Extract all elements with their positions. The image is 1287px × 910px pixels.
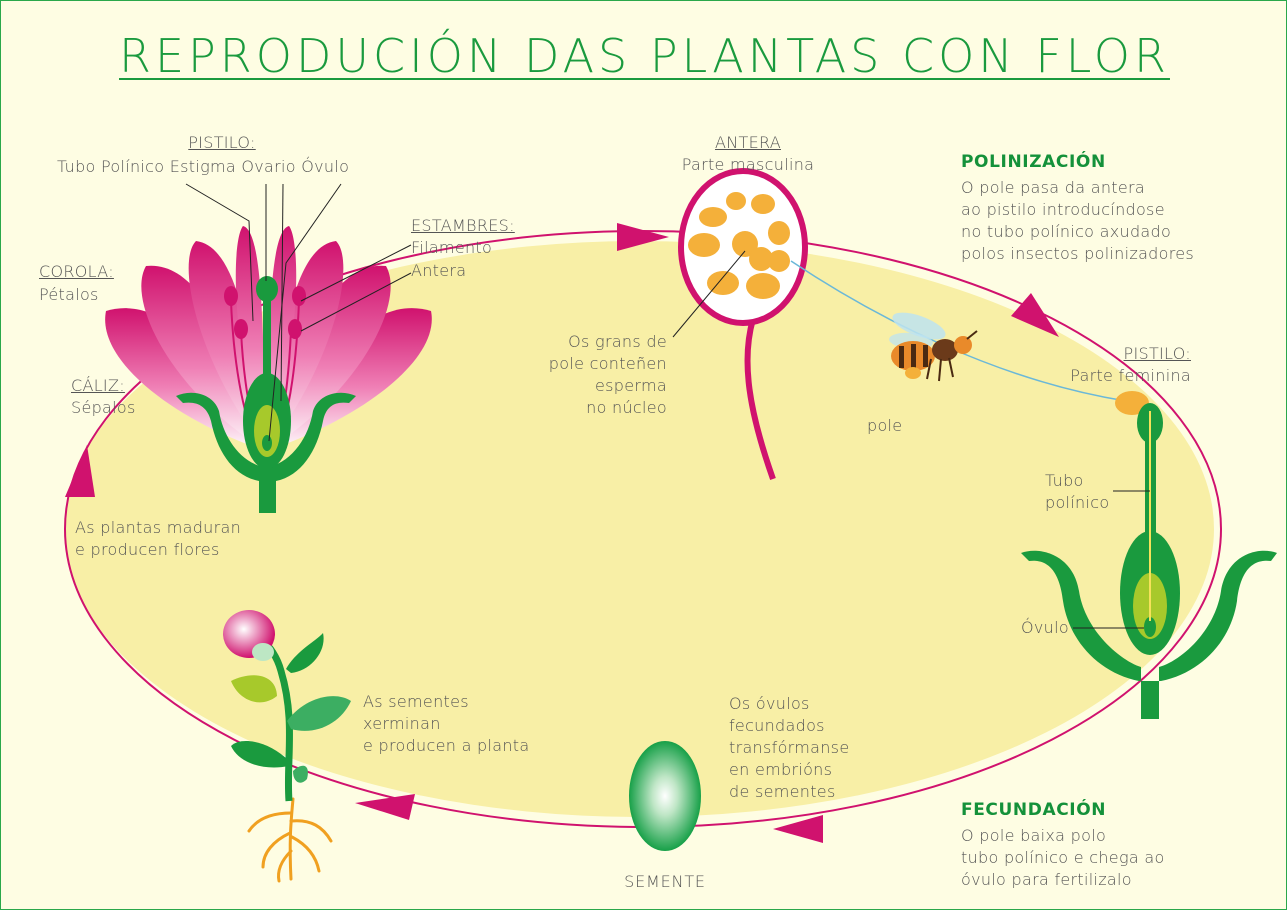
fertilization-heading: FECUNDACIÓN [961, 800, 1107, 820]
seed-note-3: transfórmanse [729, 738, 850, 757]
anther-heading: ANTERA [714, 133, 781, 152]
anther-illustration [672, 168, 808, 480]
fertilization-line-3: óvulo para fertilizalo [961, 870, 1132, 889]
pollen-grains [688, 192, 790, 299]
filamento-label: Filamento [411, 238, 493, 257]
corola-desc: Pétalos [39, 285, 99, 304]
seed-note-1: Os óvulos [729, 694, 810, 713]
seed-note-4: en embrións [729, 760, 833, 779]
pollination-heading: POLINIZACIÓN [961, 152, 1106, 172]
seedling-illustration [223, 610, 351, 883]
pistilo-parts: Tubo Polínico Estigma Ovario Óvulo [57, 157, 350, 176]
estambres-heading: ESTAMBRES: [411, 216, 515, 235]
seed-note-2: fecundados [729, 716, 825, 735]
ovule [262, 435, 272, 451]
arrow-left [65, 445, 95, 497]
antera-label: Antera [411, 261, 467, 280]
bee-illustration [889, 312, 978, 382]
tube-label-1: Tubo [1045, 471, 1084, 490]
pollen-note-3: esperma [595, 376, 667, 395]
tube-label-2: polínico [1045, 493, 1110, 512]
maturation-note-2: e producen flores [75, 540, 220, 559]
calyx [176, 392, 356, 513]
arrow-top-right [1011, 293, 1059, 337]
seed-label: SEMENTE [624, 872, 706, 891]
pollination-line-4: polos insectos polinizadores [961, 244, 1195, 263]
corolla-petals [105, 226, 432, 451]
page-title: REPRODUCIÓN DAS PLANTAS CON FLOR [119, 29, 1170, 83]
pollination-line-1: O pole pasa da antera [961, 178, 1145, 197]
pistil-illustration [1021, 403, 1277, 719]
arrow-bottom-left [355, 794, 415, 820]
fertilization-line-2: tubo polínico e chega ao [961, 848, 1165, 867]
anther-desc: Parte masculina [681, 155, 815, 174]
caliz-heading: CÁLIZ: [71, 376, 125, 395]
fertilization-line-1: O pole baixa polo [961, 826, 1107, 845]
germination-note-3: e producen a planta [363, 736, 530, 755]
style [263, 299, 271, 379]
stigma [256, 276, 278, 302]
pollen-note-4: no núcleo [586, 398, 667, 417]
caliz-desc: Sépalos [71, 398, 136, 417]
pollination-line-3: no tubo polínico axudado [961, 222, 1172, 241]
maturation-note-1: As plantas maduran [75, 518, 242, 537]
germination-note-2: xerminan [363, 714, 441, 733]
pollen-note-1: Os grans de [568, 332, 667, 351]
pistil-desc: Parte feminina [1070, 366, 1191, 385]
stamen-anthers [224, 286, 306, 339]
flower-leader-lines [185, 183, 412, 442]
cycle-arrows [65, 223, 1059, 843]
ovary-inner [254, 405, 280, 457]
pollen-note-2: pole conteñen [548, 354, 667, 373]
arrow-bottom-right [773, 815, 823, 843]
ovule-label: Óvulo [1021, 618, 1069, 637]
pollination-line-2: ao pistilo introducíndose [961, 200, 1165, 219]
pistilo-heading: PISTILO: [188, 133, 256, 152]
corola-heading: COROLA: [39, 262, 114, 281]
pistil-heading: PISTILO: [1123, 344, 1191, 363]
arrow-top [617, 223, 669, 251]
seed-note-5: de sementes [729, 782, 836, 801]
flower-illustration [105, 183, 432, 513]
pole-label: pole [867, 416, 903, 435]
germination-note-1: As sementes [363, 692, 469, 711]
seed-illustration [629, 741, 701, 851]
pollen-on-stigma [1115, 391, 1149, 415]
